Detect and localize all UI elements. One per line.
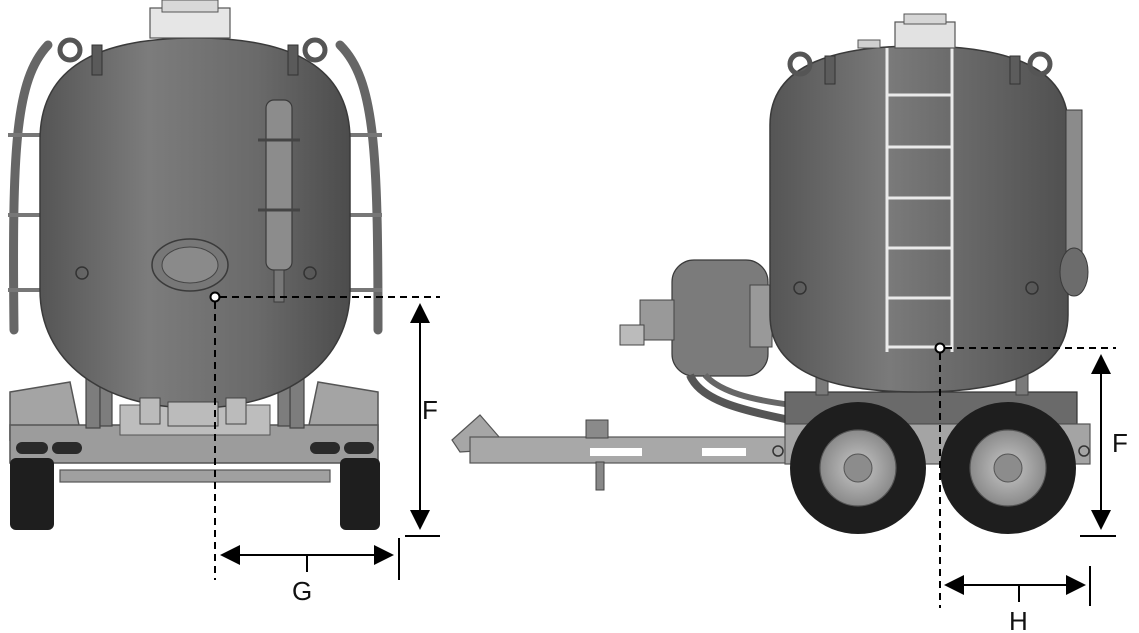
front-tank-body xyxy=(39,37,351,409)
side-rear-wheel-2 xyxy=(940,402,1076,534)
front-dimensions xyxy=(209,291,440,580)
front-side-pipe xyxy=(258,99,300,303)
side-control-vessel xyxy=(619,259,793,424)
side-ladder xyxy=(885,48,954,352)
side-cg-marker xyxy=(934,342,946,354)
front-offset-label: G xyxy=(292,576,312,606)
front-top-fitting xyxy=(149,0,231,39)
front-view xyxy=(8,0,383,530)
front-cg-marker xyxy=(209,291,221,303)
side-tow-bar xyxy=(451,414,791,491)
side-tank-body xyxy=(769,45,1069,393)
front-right-tire xyxy=(340,458,380,530)
side-height-label: F xyxy=(1112,428,1128,458)
side-view xyxy=(451,13,1091,534)
side-dimensions xyxy=(934,342,1116,608)
front-height-label: F xyxy=(422,395,438,425)
front-left-tire xyxy=(10,458,54,530)
side-rear-wheel-1 xyxy=(790,402,926,534)
side-top-fitting xyxy=(857,13,956,49)
side-offset-label: H xyxy=(1009,606,1028,633)
